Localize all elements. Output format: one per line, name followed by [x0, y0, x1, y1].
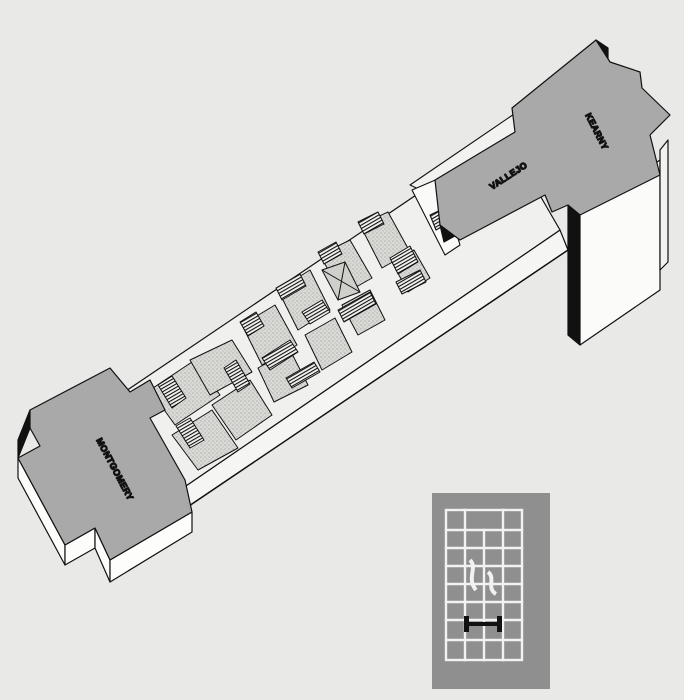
stair-flight — [223, 359, 251, 393]
stair-flight — [337, 291, 377, 323]
kearny-vallejo-intersection: VALLEJO KEARNY — [434, 39, 671, 346]
landing — [189, 339, 253, 396]
stair-flight — [357, 211, 385, 235]
stair-flight — [175, 417, 205, 449]
stair-flight — [389, 245, 419, 275]
hill-street — [468, 558, 478, 592]
stair-flight — [285, 361, 321, 389]
landing — [304, 317, 353, 371]
street-grid — [444, 508, 524, 662]
stair-flight — [301, 299, 331, 325]
stair-flight — [395, 269, 427, 295]
stair-flight — [239, 311, 265, 337]
locator-map-icon — [432, 493, 550, 689]
stair-flight — [317, 241, 343, 265]
stair-flight — [261, 339, 299, 371]
stair-flights — [149, 211, 431, 471]
stair-flight — [157, 375, 187, 409]
hill-street — [486, 570, 498, 596]
route-marker-icon — [464, 616, 502, 632]
stair-flight — [275, 273, 307, 301]
montgomery-intersection: MONTGOMERY — [17, 367, 193, 583]
